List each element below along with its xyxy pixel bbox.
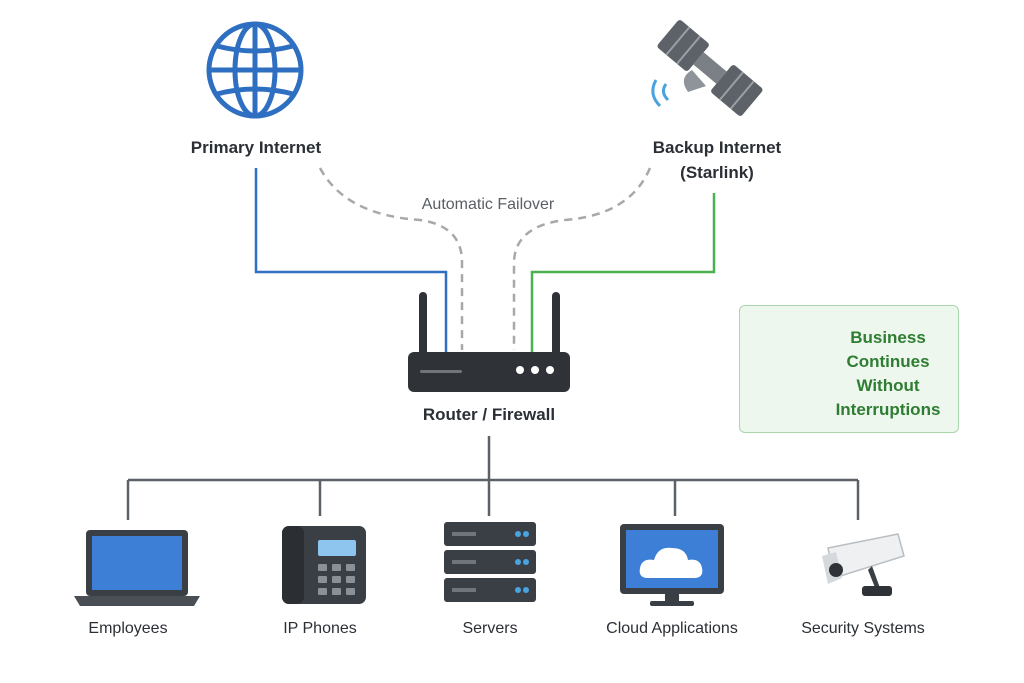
distribution-tree: [126, 436, 860, 520]
cloud-monitor-icon: [620, 524, 724, 606]
device-label-employees: Employees: [88, 620, 168, 637]
router-label: Router / Firewall: [422, 405, 556, 424]
callout-line: Business: [850, 328, 926, 347]
failover-dashed-right: [512, 167, 652, 350]
primary-internet-label: Primary Internet: [190, 138, 322, 157]
backup-internet-label: Backup Internet: [652, 138, 782, 157]
globe-icon: [206, 21, 304, 119]
backup-internet-sublabel: (Starlink): [680, 163, 754, 182]
primary-link-line: [254, 168, 448, 352]
device-label-cloud-applications: Cloud Applications: [606, 620, 738, 637]
callout-line: Without: [856, 376, 920, 395]
desk-phone-icon: [282, 526, 366, 604]
router-icon: [408, 292, 570, 392]
business-continuity-callout: Business Continues Without Interruptions: [739, 305, 959, 433]
satellite-icon: [651, 20, 763, 116]
device-label-security-systems: Security Systems: [801, 620, 925, 637]
device-label-ip-phones: IP Phones: [283, 620, 357, 637]
device-label-servers: Servers: [462, 620, 518, 637]
security-camera-icon: [822, 533, 905, 596]
callout-line: Interruptions: [835, 400, 941, 419]
laptop-icon: [74, 530, 200, 606]
callout-text: Business Continues Without Interruptions: [828, 326, 948, 422]
callout-line: Continues: [846, 352, 930, 371]
backup-link-line: [530, 193, 716, 352]
failover-dashed-left: [318, 167, 464, 350]
failover-label: Automatic Failover: [421, 196, 555, 213]
server-rack-icon: [444, 522, 536, 602]
